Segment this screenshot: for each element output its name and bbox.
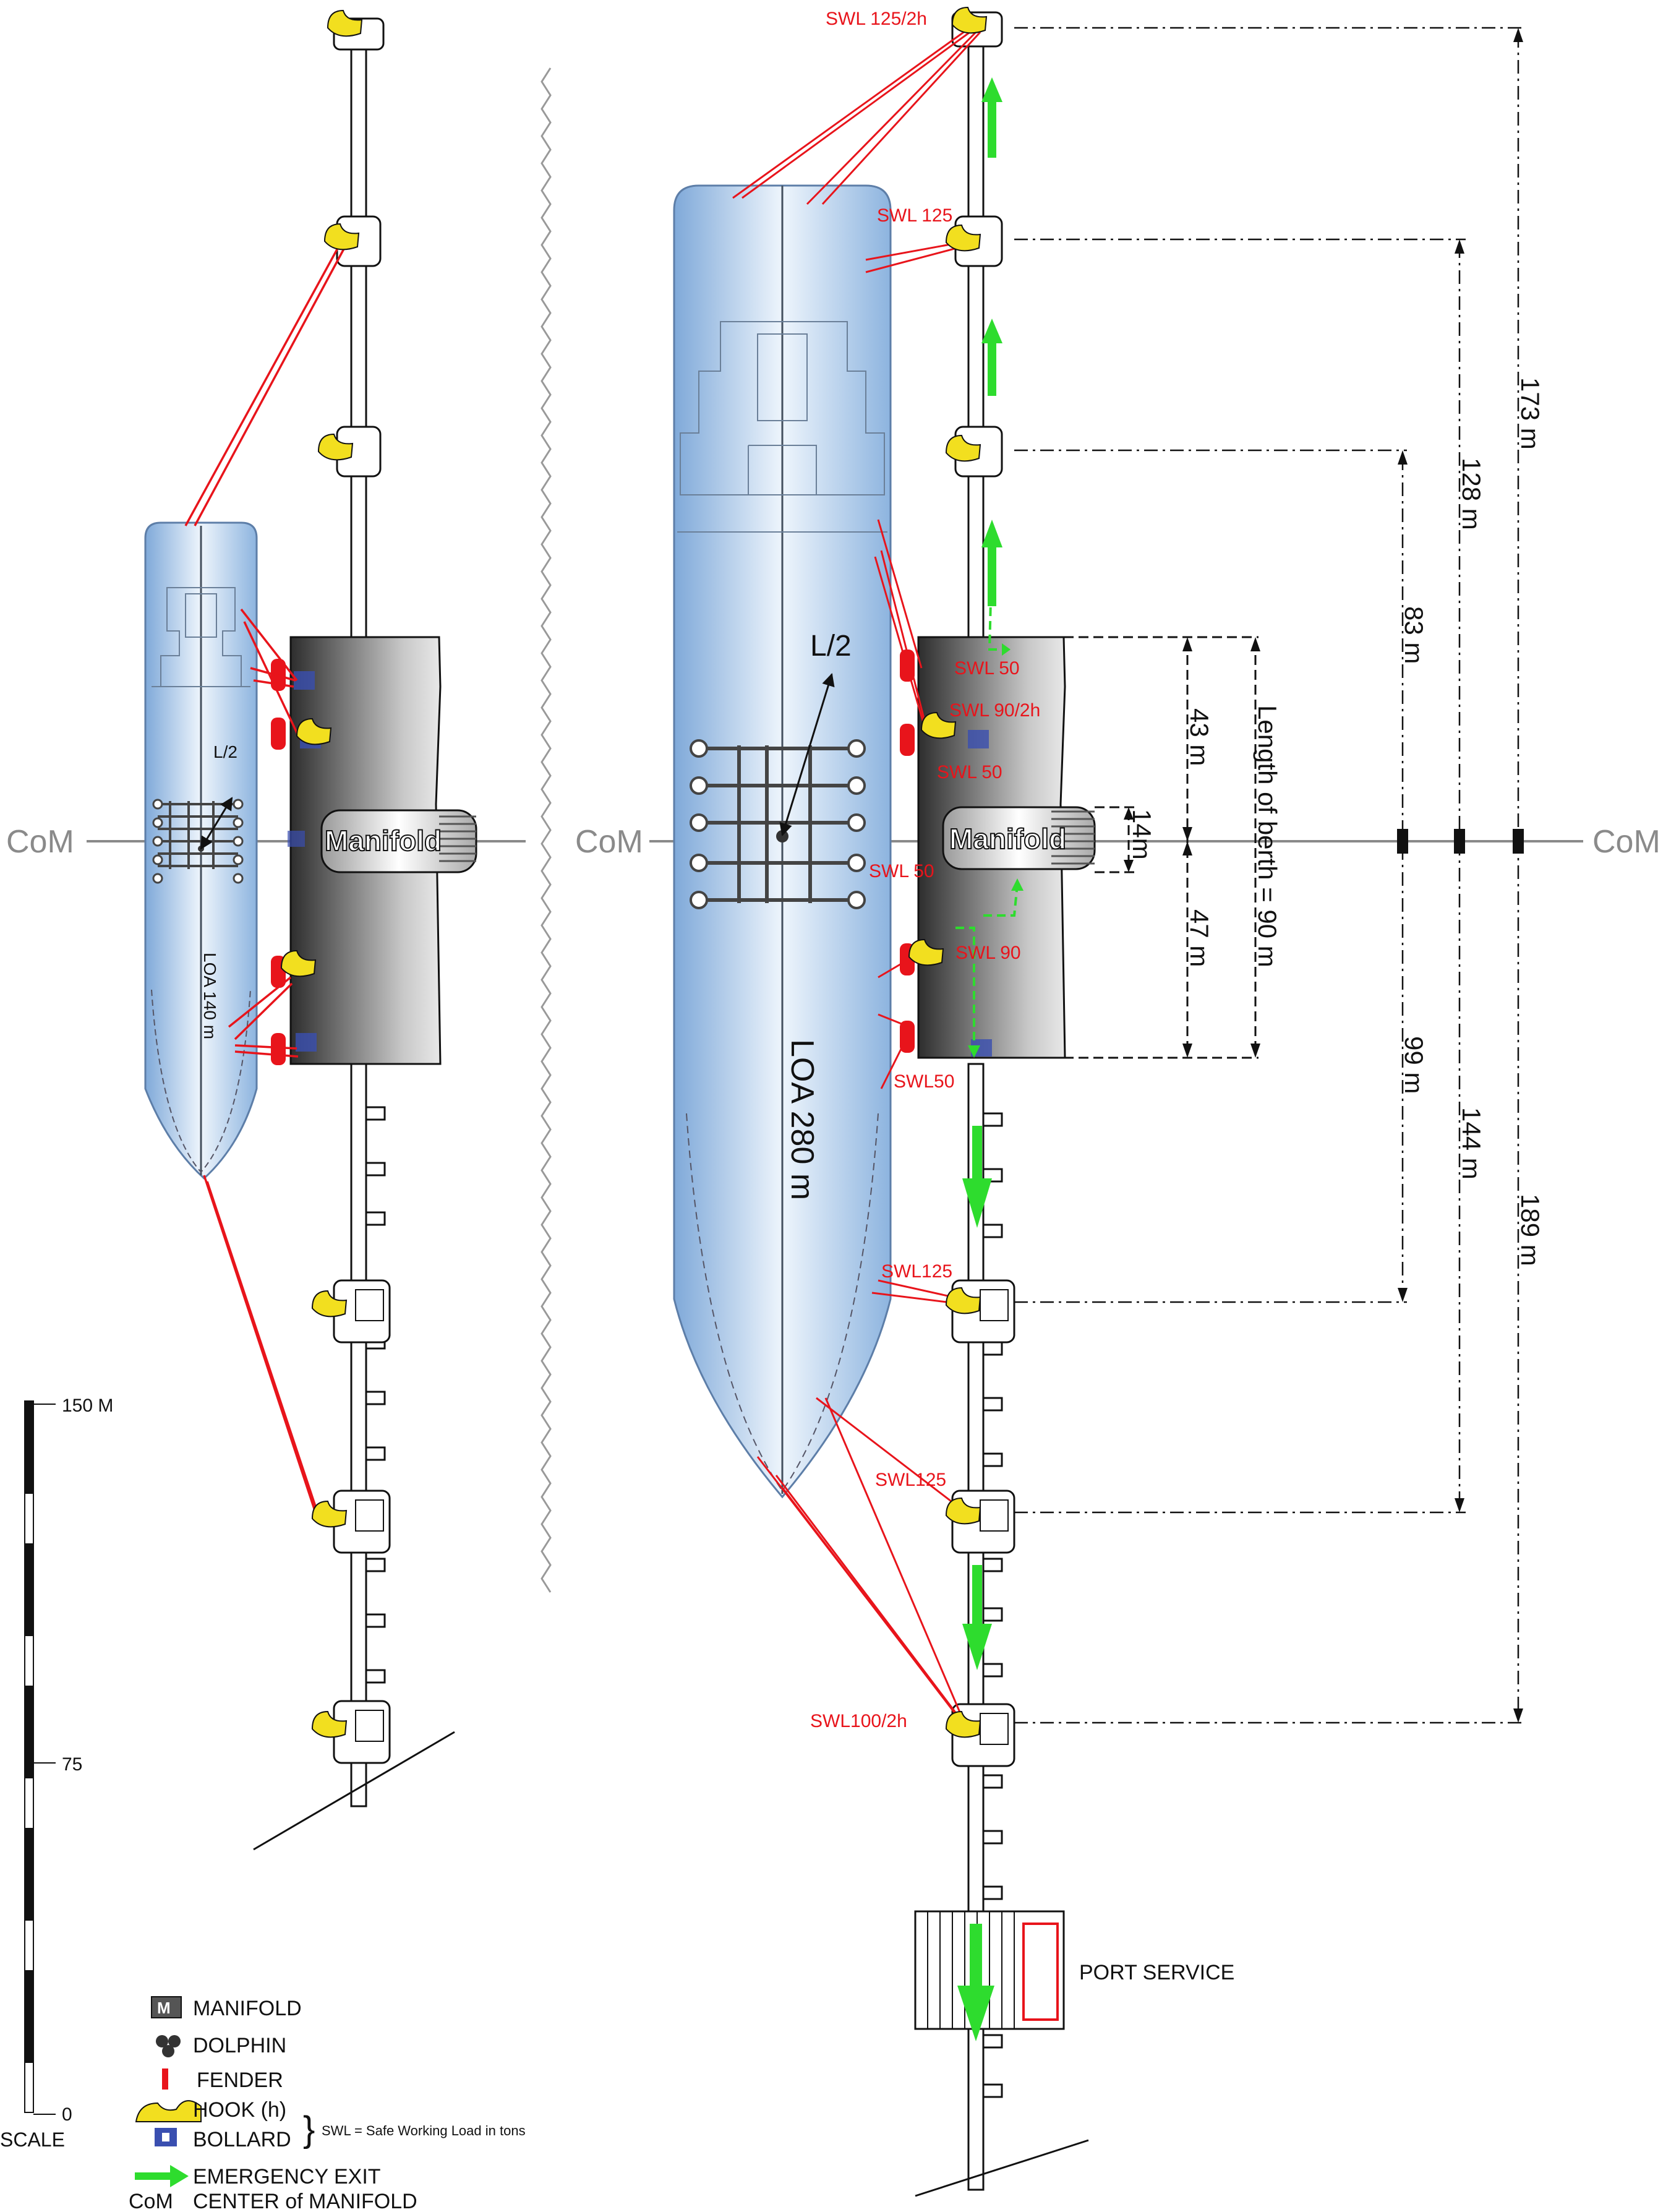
bollard-icon <box>155 2128 177 2146</box>
dim-173-label: 173 m <box>1516 377 1545 450</box>
right-berth: PORT SERVICE Manifold <box>673 6 1234 2197</box>
swl-label-manifold: SWL 50 <box>869 861 934 881</box>
dimension-lines: 173 m 128 m 83 m 43 m 14m 47 m Length of… <box>1014 27 1545 1724</box>
fender-icon <box>162 2068 168 2090</box>
legend-manifold: MANIFOLD <box>193 1997 302 2020</box>
scale-top-label: 150 M <box>62 1395 113 1416</box>
left-manifold-label: Manifold <box>325 825 442 857</box>
legend-swl-note: SWL = Safe Working Load in tons <box>322 2123 526 2138</box>
com-label-middle: CoM <box>575 824 643 860</box>
swl-label-platform-mid: SWL 50 <box>937 762 1002 782</box>
dim-47-label: 47 m <box>1185 909 1214 967</box>
swl-label-platform-hook: SWL 90/2h <box>949 700 1040 721</box>
legend-com: CENTER of MANIFOLD <box>193 2190 417 2212</box>
scale-bottom-label: 0 <box>62 2104 72 2125</box>
legend-hook: HOOK (h) <box>193 2098 286 2122</box>
left-berth: Manifold <box>144 9 477 1851</box>
scale-title: SCALE <box>0 2128 65 2151</box>
dim-83-label: 83 m <box>1400 606 1429 664</box>
swl-label-platform-bottom: SWL50 <box>894 1071 954 1092</box>
left-loa-label: LOA 140 m <box>200 953 220 1039</box>
right-manifold-label: Manifold <box>949 823 1066 855</box>
legend: M MANIFOLD DOLPHIN FENDER HOOK (h) BOLLA… <box>129 1996 526 2212</box>
swl-label-platform-lower-hook: SWL 90 <box>955 943 1021 963</box>
berth-length-label: Length of berth = 90 m <box>1253 705 1282 967</box>
com-label-left: CoM <box>6 824 74 860</box>
hook-icon <box>135 2100 202 2122</box>
port-service-building: PORT SERVICE <box>914 1910 1234 2030</box>
com-label-right: CoM <box>1592 824 1660 860</box>
left-half-length-label: L/2 <box>213 742 237 761</box>
swl-label-lower-2: SWL125 <box>875 1470 946 1490</box>
dim-43-label: 43 m <box>1185 708 1214 766</box>
dolphin-icon <box>156 2035 181 2057</box>
scale-bar: 150 M 75 0 SCALE <box>0 1395 113 2151</box>
right-loa-label: LOA 280 m <box>784 1039 820 1200</box>
legend-brace: } <box>303 2109 315 2150</box>
manifold-icon: M <box>151 1996 182 2018</box>
swl-label-lower-3: SWL100/2h <box>810 1711 907 1731</box>
dim-128-label: 128 m <box>1457 458 1486 530</box>
port-service-label: PORT SERVICE <box>1079 1961 1234 1984</box>
dim-144-label: 144 m <box>1457 1107 1486 1180</box>
swl-label-top: SWL 125/2h <box>826 9 927 29</box>
right-half-length-label: L/2 <box>810 630 852 662</box>
swl-label-second: SWL 125 <box>877 205 952 226</box>
dim-14-label: 14m <box>1127 809 1156 860</box>
dim-189-label: 189 m <box>1516 1194 1545 1266</box>
swl-label-platform-top: SWL 50 <box>954 658 1020 679</box>
svg-text:M: M <box>157 1999 171 2017</box>
wavy-separator <box>541 67 552 1593</box>
scale-middle-label: 75 <box>62 1754 82 1775</box>
emergency-exit-arrow-icon <box>135 2165 189 2187</box>
legend-fender: FENDER <box>197 2068 283 2092</box>
legend-exit: EMERGENCY EXIT <box>193 2165 381 2188</box>
legend-bollard: BOLLARD <box>193 2128 291 2151</box>
swl-label-lower-1: SWL125 <box>881 1261 952 1282</box>
legend-com-abbr: CoM <box>129 2190 173 2212</box>
legend-dolphin: DOLPHIN <box>193 2034 286 2057</box>
dim-99-label: 99 m <box>1400 1036 1429 1094</box>
